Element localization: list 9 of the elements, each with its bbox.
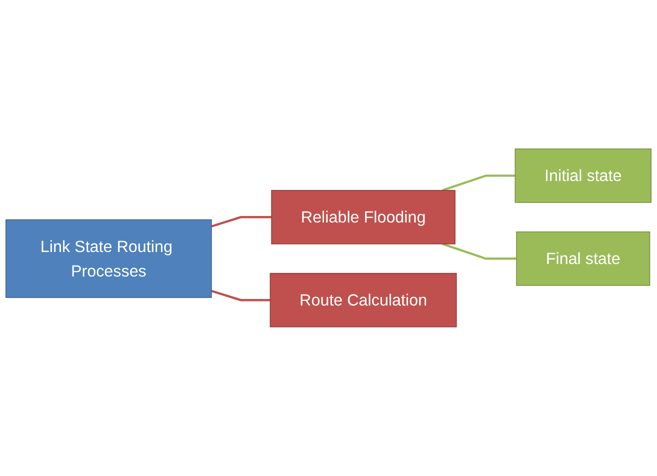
node-box: Route Calculation xyxy=(270,273,457,328)
node-box: Final state xyxy=(516,232,650,286)
connector xyxy=(442,174,516,192)
node-box: Link State Routing Processes xyxy=(6,219,212,298)
connector xyxy=(211,290,270,302)
node-box: Reliable Flooding xyxy=(271,190,456,244)
connector xyxy=(211,216,272,228)
node-box: Initial state xyxy=(514,148,652,203)
connector xyxy=(442,243,516,260)
